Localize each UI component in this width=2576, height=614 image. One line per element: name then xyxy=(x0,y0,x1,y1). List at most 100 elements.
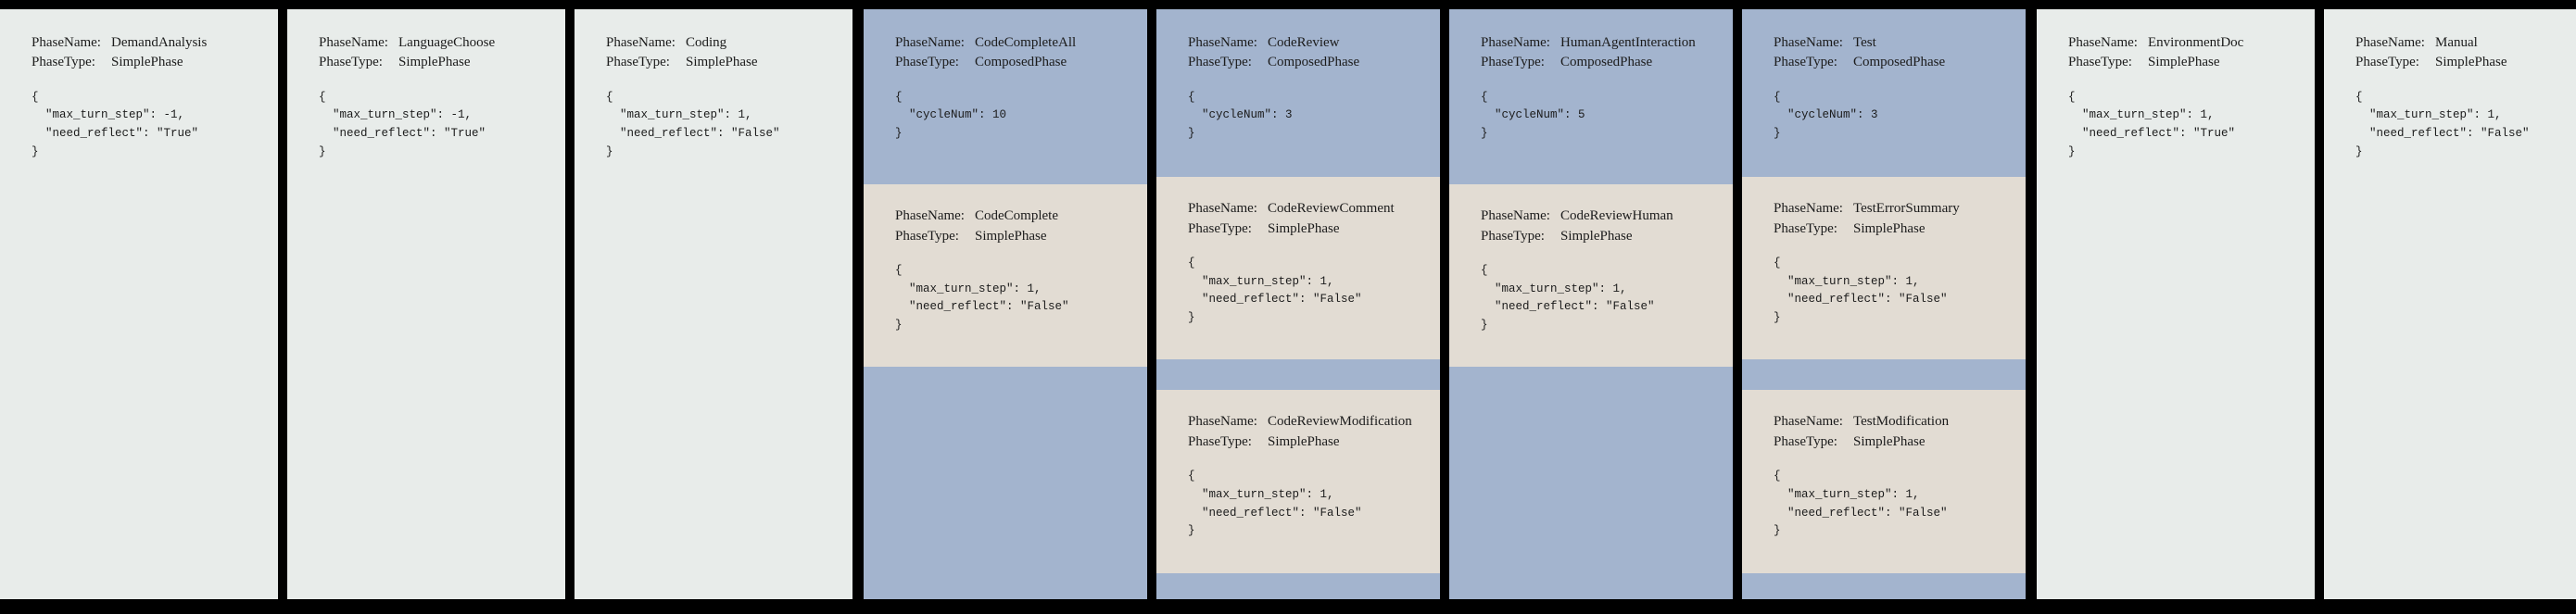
phase-name-value: Coding xyxy=(686,35,727,50)
phase-config-json: { "max_turn_step": -1, "need_reflect": "… xyxy=(319,90,486,158)
subphase-tail-spacer xyxy=(864,367,1147,599)
phase-name-key: PhaseName: xyxy=(1481,35,1550,50)
phase-name-row: PhaseName:CodeReviewHuman xyxy=(1481,207,1733,226)
phase-config-json: { "cycleNum": 3 } xyxy=(1774,90,1878,141)
card-separator xyxy=(852,9,864,599)
phase-type-key: PhaseType: xyxy=(1774,55,1837,70)
phase-config-json: { "cycleNum": 10 } xyxy=(895,90,1007,141)
phase-type-value: SimplePhase xyxy=(2435,55,2507,70)
phase-type-row: PhaseType: ComposedPhase xyxy=(1774,53,2026,72)
subphase-top-spacer xyxy=(1449,155,1733,184)
phase-config-json: { "max_turn_step": 1, "need_reflect": "T… xyxy=(2068,90,2236,158)
phase-type-key: PhaseType: xyxy=(895,228,959,244)
phase-config-json: { "max_turn_step": 1, "need_reflect": "F… xyxy=(1774,256,1948,325)
phase-config-json: { "max_turn_step": 1, "need_reflect": "F… xyxy=(606,90,780,158)
phase-name-key: PhaseName: xyxy=(2355,35,2425,50)
phase-config-json: { "max_turn_step": 1, "need_reflect": "F… xyxy=(895,263,1069,332)
phase-type-value: SimplePhase xyxy=(2148,55,2220,70)
phase-name-row: PhaseName: HumanAgentInteraction xyxy=(1481,33,1733,53)
phase-type-key: PhaseType: xyxy=(2068,55,2132,70)
phase-name-row: PhaseName:CodeReviewModification xyxy=(1188,412,1440,432)
card-separator xyxy=(565,9,575,599)
phase-name-value: LanguageChoose xyxy=(398,35,496,50)
phase-type-row: PhaseType:ComposedPhase xyxy=(1188,53,1440,72)
phase-type-row: PhaseType: SimplePhase xyxy=(1188,219,1440,239)
phase-type-row: PhaseType: SimplePhase xyxy=(2068,53,2315,72)
phase-name-value: TestModification xyxy=(1853,414,1950,430)
phase-name-value: HumanAgentInteraction xyxy=(1560,35,1696,50)
phase-name-key: PhaseName: xyxy=(1774,35,1843,50)
phase-name-row: PhaseName: EnvironmentDoc xyxy=(2068,33,2315,53)
phase-name-key: PhaseName: xyxy=(1188,35,1257,50)
phase-config-json: { "cycleNum": 5 } xyxy=(1481,90,1585,141)
card-separator xyxy=(1147,9,1156,599)
phase-name-value: Manual xyxy=(2435,35,2478,50)
subphase-tail-spacer xyxy=(1449,367,1733,599)
phase-name-key: PhaseName: xyxy=(1188,201,1257,217)
phase-name-key: PhaseName: xyxy=(32,35,101,50)
phase-type-key: PhaseType: xyxy=(895,55,959,70)
phase-type-key: PhaseType: xyxy=(1188,55,1252,70)
phase-config-json: { "max_turn_step": 1, "need_reflect": "F… xyxy=(1188,256,1362,325)
phase-type-key: PhaseType: xyxy=(1188,433,1252,449)
phase-name-row: PhaseName:Test xyxy=(1774,33,2026,53)
phase-type-row: PhaseType:SimplePhase xyxy=(606,53,852,72)
phase-name-value: CodeReviewModification xyxy=(1268,414,1412,430)
phase-config-json: { "max_turn_step": 1, "need_reflect": "F… xyxy=(1188,470,1362,538)
subphase-gap xyxy=(1742,359,2026,390)
phase-name-row: PhaseName:CodeReview xyxy=(1188,33,1440,53)
phase-type-value: SimplePhase xyxy=(398,55,471,70)
phase-name-row: PhaseName:TestModification xyxy=(1774,412,2026,432)
phase-type-key: PhaseType: xyxy=(1481,228,1545,244)
phase-name-key: PhaseName: xyxy=(2068,35,2138,50)
card-separator xyxy=(1440,9,1449,599)
phase-type-row: PhaseType: SimplePhase xyxy=(2355,53,2576,72)
phase-type-value: SimplePhase xyxy=(1268,220,1340,236)
phase-name-key: PhaseName: xyxy=(1774,201,1843,217)
phase-type-value: SimplePhase xyxy=(1560,228,1633,244)
phase-type-key: PhaseType: xyxy=(32,55,95,70)
phase-type-row: PhaseType: SimplePhase xyxy=(1481,227,1733,246)
phase-type-key: PhaseType: xyxy=(2355,55,2419,70)
phase-name-key: PhaseName: xyxy=(606,35,676,50)
subphase-top-spacer xyxy=(1742,155,2026,177)
phase-type-value: SimplePhase xyxy=(1268,433,1340,449)
phase-name-value: EnvironmentDoc xyxy=(2148,35,2244,50)
phase-type-key: PhaseType: xyxy=(1188,220,1252,236)
subphase-tail-spacer xyxy=(1742,573,2026,599)
phase-type-value: ComposedPhase xyxy=(1853,55,1946,70)
phase-type-row: PhaseType:SimplePhase xyxy=(1774,219,2026,239)
phase-config-json: { "max_turn_step": 1, "need_reflect": "F… xyxy=(1481,263,1655,332)
phase-name-row: PhaseName:CodeReviewComment xyxy=(1188,199,1440,219)
card-separator xyxy=(2315,9,2324,599)
